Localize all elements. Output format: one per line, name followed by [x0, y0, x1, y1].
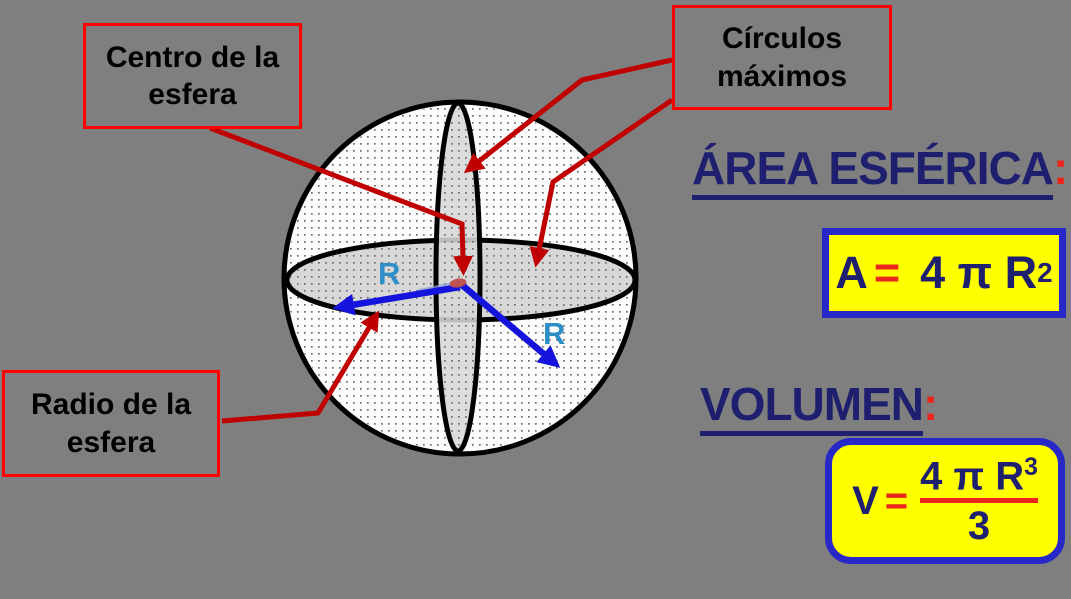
radius-symbol-right: R	[543, 316, 566, 351]
center-callout-box: Centro de la esfera	[83, 23, 302, 129]
area-formula-equals: =	[873, 247, 901, 298]
radius-arrow-left	[332, 283, 461, 316]
volume-formula-fraction: 4 π R3 3	[920, 453, 1038, 549]
volume-formula-numerator: 4 π R	[920, 454, 1025, 499]
area-section-title: ÁREA ESFÉRICA:	[692, 141, 1068, 200]
great-circles-callout-label: Círculos máximos	[716, 22, 848, 93]
area-formula-lhs: A	[835, 247, 868, 298]
volume-section-title: VOLUMEN:	[700, 377, 938, 436]
volume-formula-numerator-row: 4 π R3	[920, 453, 1038, 499]
great-circles-callout-arrow-horizontal	[529, 97, 674, 268]
radius-callout-box: Radio de la esfera	[2, 370, 220, 477]
volume-formula-box: V = 4 π R3 3	[825, 438, 1065, 564]
radius-callout-arrow	[221, 310, 380, 424]
volume-formula-denominator: 3	[967, 504, 991, 549]
radius-callout-label: Radio de la esfera	[30, 388, 192, 459]
volume-formula-equals: =	[884, 478, 909, 523]
sphere-center-dot	[449, 278, 467, 288]
area-title-colon: :	[1053, 142, 1068, 194]
area-title-text: ÁREA ESFÉRICA	[692, 142, 1054, 200]
volume-formula-lhs: V	[852, 478, 879, 523]
vertical-great-circle-texture	[439, 106, 477, 448]
center-callout-arrow	[209, 125, 473, 276]
volume-title-colon: :	[923, 378, 938, 430]
great-circles-callout-arrow-vertical	[463, 57, 673, 174]
radius-symbol-left: R	[378, 256, 401, 291]
volume-formula-exponent: 3	[1024, 453, 1038, 481]
radius-arrow-right	[459, 282, 561, 368]
volume-title-text: VOLUMEN	[700, 378, 924, 436]
area-formula-body: 4 π R	[920, 247, 1038, 298]
great-circles-callout-box: Círculos máximos	[672, 5, 892, 110]
center-callout-label: Centro de la esfera	[105, 40, 280, 112]
volume-formula-fraction-bar	[920, 498, 1038, 504]
area-formula-exponent: 2	[1037, 257, 1053, 288]
